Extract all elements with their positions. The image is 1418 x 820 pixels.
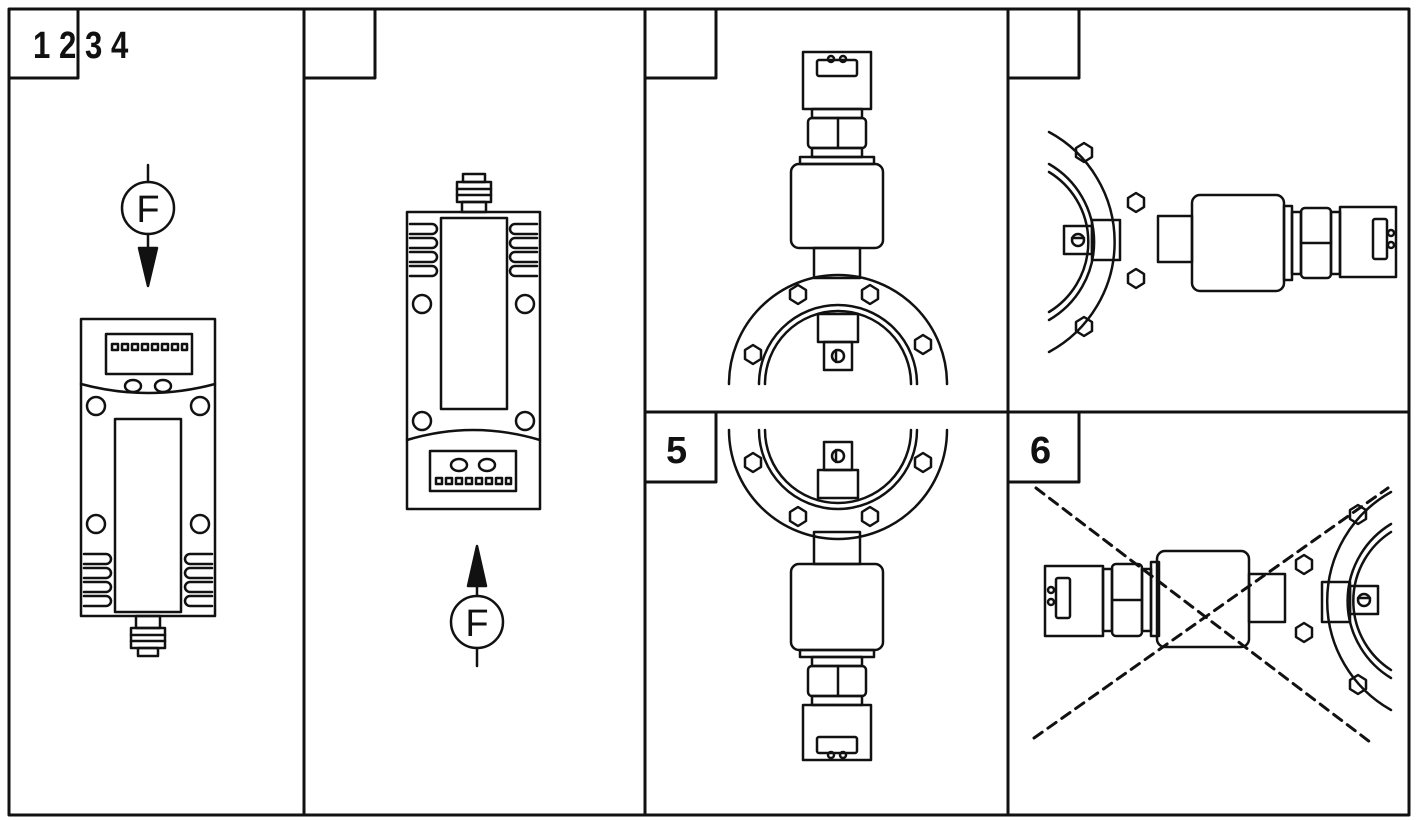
- bolt-icon: [1126, 191, 1146, 214]
- panel-label-1234: 1 2 3 4: [33, 25, 129, 67]
- panel-3-pipe-mount-top: [727, 50, 949, 386]
- panel-label-6: 6: [1030, 430, 1051, 472]
- label-box-p2: [302, 7, 377, 80]
- flange-5: [727, 428, 949, 541]
- mounting-hole: [514, 410, 536, 432]
- force-symbol: F: [136, 189, 159, 231]
- sensor-window: [113, 417, 183, 614]
- cross-out-icon: [1032, 486, 1390, 744]
- panel-1-sensor-force-down: F: [79, 163, 217, 658]
- mounting-hole: [85, 395, 107, 417]
- mounting-hole: [411, 293, 433, 315]
- force-symbol: F: [465, 603, 488, 645]
- label-box-p4: [1006, 7, 1081, 80]
- bolt-icon: [1294, 553, 1314, 576]
- bolt-icon: [913, 451, 933, 474]
- bolt-icon: [1126, 267, 1146, 290]
- mounting-hole: [85, 513, 107, 535]
- force-arrow-up: F: [449, 544, 505, 668]
- panel-4-pipe-mount-right: [1047, 130, 1398, 354]
- bolt-icon: [1348, 503, 1368, 526]
- mounting-hole: [514, 293, 536, 315]
- bolt-icon: [743, 343, 763, 366]
- panel-6-incorrect-mount: [1032, 486, 1393, 744]
- label-box-p6: [1006, 410, 1081, 484]
- mounting-hole: [189, 513, 211, 535]
- panel-label-5: 5: [666, 430, 687, 472]
- bolt-icon: [860, 283, 880, 306]
- display-window: [428, 449, 518, 493]
- bolt-icon: [788, 505, 808, 528]
- label-box-p5: [643, 410, 718, 484]
- sensor-body-1: [79, 317, 217, 618]
- bolt-icon: [1074, 315, 1094, 338]
- label-box-p1: [7, 7, 80, 80]
- bolt-icon: [1348, 673, 1368, 696]
- sensor-housing-5: [789, 530, 885, 659]
- mounting-hole: [411, 410, 433, 432]
- button-icon: [477, 457, 497, 473]
- bolt-icon: [788, 283, 808, 306]
- gland-nut-4: [1290, 206, 1342, 280]
- bolt-icon: [1074, 141, 1094, 164]
- display-head-6: [1043, 564, 1105, 638]
- bolt-icon: [1294, 621, 1314, 644]
- panel-5-pipe-mount-bottom: [727, 428, 949, 762]
- gland-nut-3: [806, 107, 868, 159]
- mounting-hole: [189, 395, 211, 417]
- label-box-p3: [643, 7, 718, 80]
- sensor-body-2: [405, 210, 542, 511]
- display-head-5: [801, 703, 873, 762]
- panel-2-sensor-force-up: F: [405, 172, 542, 668]
- sensor-housing-4: [1156, 193, 1294, 293]
- bolt-icon: [913, 333, 933, 356]
- flange-3: [727, 273, 949, 386]
- bolt-icon: [860, 505, 880, 528]
- bolt-icon: [743, 451, 763, 474]
- arrow-up-icon: [466, 544, 488, 588]
- flange-6: [1294, 490, 1393, 712]
- panel-frames: [7, 7, 1411, 817]
- sensor-housing-3: [789, 155, 885, 280]
- force-arrow-down: F: [120, 163, 176, 288]
- button-icon: [449, 457, 469, 473]
- flange-4: [1047, 130, 1146, 354]
- sensor-housing-6: [1149, 549, 1287, 649]
- gland-nut-5: [806, 655, 868, 707]
- display-head-3: [801, 50, 873, 111]
- arrow-down-icon: [137, 246, 159, 288]
- sensor-window: [439, 216, 509, 411]
- connector-plug-2: [455, 172, 493, 214]
- display-head-4: [1338, 205, 1398, 279]
- display-window: [104, 332, 194, 376]
- button-icon: [123, 378, 143, 394]
- button-icon: [153, 378, 173, 394]
- gland-nut-6: [1101, 562, 1153, 638]
- connector-plug-1: [129, 614, 167, 658]
